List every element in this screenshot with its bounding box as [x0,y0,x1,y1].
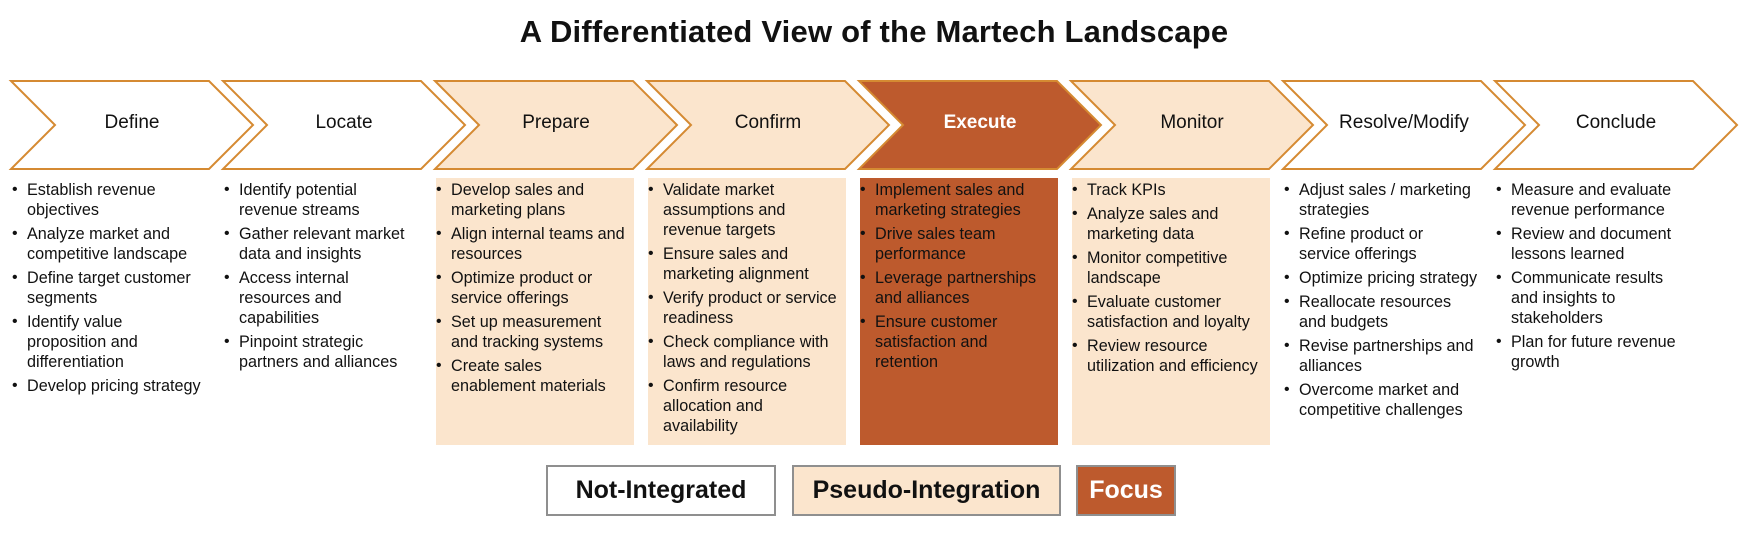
list-item: Overcome market and competitive challeng… [1284,380,1478,420]
list-item: Align internal teams and resources [436,224,630,264]
legend-pseudo-integration: Pseudo-Integration [792,465,1061,516]
list-item: Analyze market and competitive landscape [12,224,206,264]
list-item: Optimize pricing strategy [1284,268,1478,288]
list-item: Reallocate resources and budgets [1284,292,1478,332]
stage-label-conclude: Conclude [1575,112,1657,133]
process-chevrons [8,80,1739,170]
list-item: Track KPIs [1072,180,1266,200]
list-item: Adjust sales / marketing strategies [1284,180,1478,220]
list-item: Ensure customer satisfaction and retenti… [860,312,1054,372]
list-item: Confirm resource allocation and availabi… [648,376,842,436]
list-item: Establish revenue objectives [12,180,206,220]
legend-not-integrated: Not-Integrated [546,465,776,516]
stage-label-prepare: Prepare [522,112,590,133]
list-item: Review resource utilization and efficien… [1072,336,1266,376]
stage-column-locate: Identify potential revenue streamsGather… [224,178,422,445]
list-item: Check compliance with laws and regulatio… [648,332,842,372]
list-item: Set up measurement and tracking systems [436,312,630,352]
chevron-locate [220,80,467,170]
bullet-list: Measure and evaluate revenue performance… [1496,180,1690,372]
bullet-list: Adjust sales / marketing strategiesRefin… [1284,180,1478,420]
bullet-list: Establish revenue objectivesAnalyze mark… [12,180,206,396]
bullet-list: Implement sales and marketing strategies… [860,180,1054,372]
bullet-list: Validate market assumptions and revenue … [648,180,842,436]
bullet-list: Identify potential revenue streamsGather… [224,180,418,372]
list-item: Leverage partnerships and alliances [860,268,1054,308]
list-item: Identify value proposition and different… [12,312,206,372]
stage-column-prepare: Develop sales and marketing plansAlign i… [436,178,634,445]
list-item: Identify potential revenue streams [224,180,418,220]
stage-label-execute: Execute [943,112,1017,133]
stage-label-locate: Locate [315,112,373,133]
chevron-define [8,80,255,170]
list-item: Optimize product or service offerings [436,268,630,308]
chevron-prepare [432,80,679,170]
list-item: Review and document lessons learned [1496,224,1690,264]
stage-label-monitor: Monitor [1160,112,1224,133]
diagram-title: A Differentiated View of the Martech Lan… [519,14,1229,49]
chevron-resolve-modify [1280,80,1527,170]
stage-column-define: Establish revenue objectivesAnalyze mark… [12,178,210,445]
chevron-execute [856,80,1103,170]
chevron-confirm [644,80,891,170]
stage-column-conclude: Measure and evaluate revenue performance… [1496,178,1694,445]
list-item: Gather relevant market data and insights [224,224,418,264]
chevron-monitor [1068,80,1315,170]
stage-column-monitor: Track KPIsAnalyze sales and marketing da… [1072,178,1270,445]
list-item: Plan for future revenue growth [1496,332,1690,372]
list-item: Ensure sales and marketing alignment [648,244,842,284]
list-item: Pinpoint strategic partners and alliance… [224,332,418,372]
list-item: Measure and evaluate revenue performance [1496,180,1690,220]
list-item: Monitor competitive landscape [1072,248,1266,288]
stage-label-confirm: Confirm [734,112,802,133]
bullet-list: Track KPIsAnalyze sales and marketing da… [1072,180,1266,376]
list-item: Evaluate customer satisfaction and loyal… [1072,292,1266,332]
stage-column-resolve-modify: Adjust sales / marketing strategiesRefin… [1284,178,1482,445]
list-item: Access internal resources and capabiliti… [224,268,418,328]
chevron-conclude [1492,80,1739,170]
list-item: Develop sales and marketing plans [436,180,630,220]
list-item: Revise partnerships and alliances [1284,336,1478,376]
list-item: Communicate results and insights to stak… [1496,268,1690,328]
list-item: Refine product or service offerings [1284,224,1478,264]
list-item: Create sales enablement materials [436,356,630,396]
stage-column-confirm: Validate market assumptions and revenue … [648,178,846,445]
stage-label-define: Define [104,112,160,133]
list-item: Validate market assumptions and revenue … [648,180,842,240]
list-item: Analyze sales and marketing data [1072,204,1266,244]
legend-focus: Focus [1076,465,1176,516]
list-item: Verify product or service readiness [648,288,842,328]
list-item: Develop pricing strategy [12,376,206,396]
list-item: Define target customer segments [12,268,206,308]
stage-column-execute: Implement sales and marketing strategies… [860,178,1058,445]
list-item: Drive sales team performance [860,224,1054,264]
bullet-list: Develop sales and marketing plansAlign i… [436,180,630,396]
stage-label-resolve-modify: Resolve/Modify [1339,112,1469,133]
list-item: Implement sales and marketing strategies [860,180,1054,220]
